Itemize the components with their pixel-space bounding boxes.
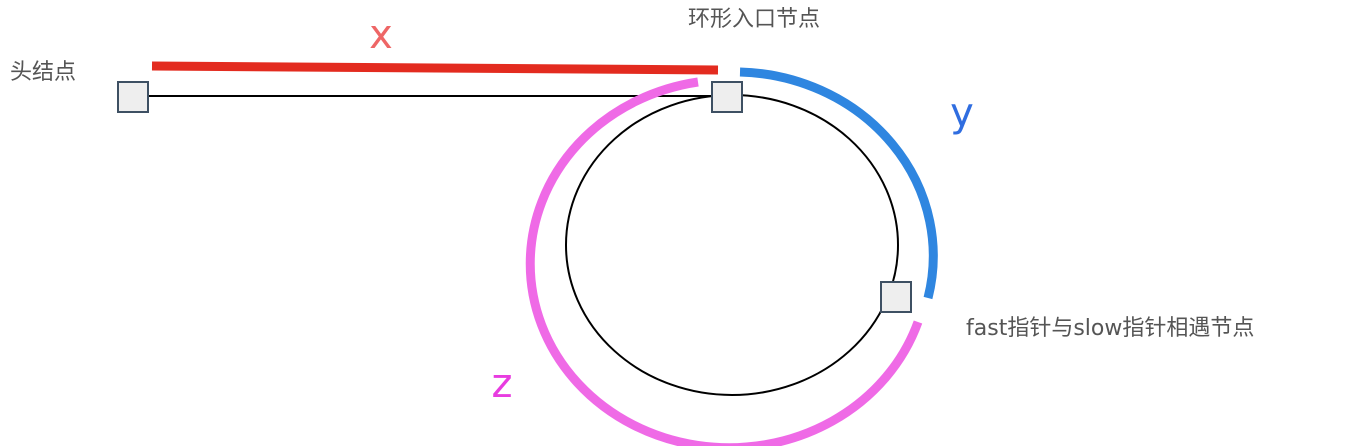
list-cycle-ring xyxy=(565,94,899,396)
head-node xyxy=(117,81,149,113)
meet-node-label: fast指针与slow指针相遇节点 xyxy=(966,316,1254,341)
segment-x-line xyxy=(151,61,719,75)
segment-z-label: z xyxy=(492,361,513,407)
segment-x-label: x xyxy=(369,12,393,58)
segment-y-arc xyxy=(739,67,938,300)
segment-z-arc xyxy=(525,77,923,446)
entry-node-label: 环形入口节点 xyxy=(688,7,820,32)
meet-node xyxy=(880,281,912,313)
head-node-label: 头结点 xyxy=(10,60,76,85)
segment-y-label: y xyxy=(950,90,974,136)
entry-node xyxy=(711,81,743,113)
